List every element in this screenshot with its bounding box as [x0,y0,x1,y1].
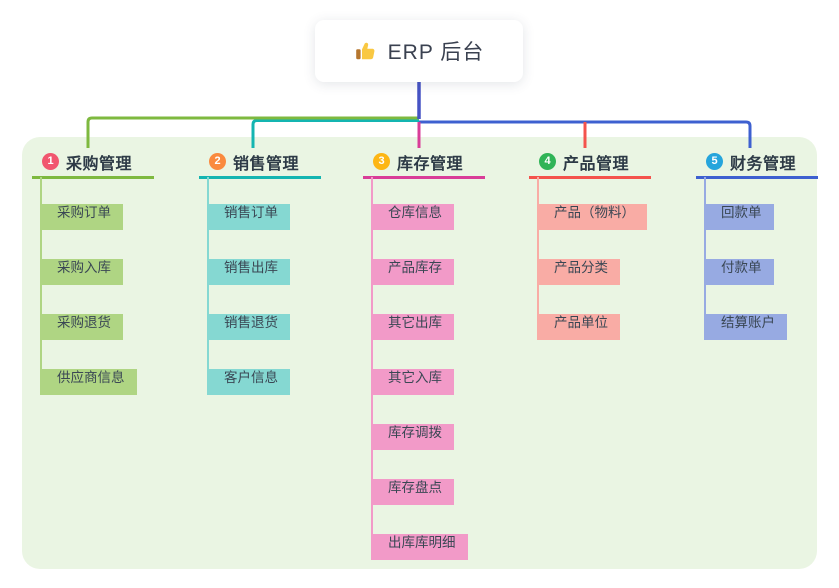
leaf-node[interactable]: 产品单位 [537,314,620,340]
branch-3-title[interactable]: 3 库存管理 [363,147,485,179]
leaf-node[interactable]: 其它入库 [371,369,454,395]
branch-4-spine [537,177,539,340]
leaf-node[interactable]: 库存调拨 [371,424,454,450]
branch-5-label: 财务管理 [730,155,797,173]
leaf-node[interactable]: 销售出库 [207,259,290,285]
leaf-node[interactable]: 付款单 [704,259,774,285]
root-node[interactable]: ERP 后台 [315,20,523,82]
leaf-node[interactable]: 供应商信息 [40,369,137,395]
leaf-node[interactable]: 库存盘点 [371,479,454,505]
branch-2-label: 销售管理 [233,155,300,173]
branch-1-title[interactable]: 1 采购管理 [32,147,154,179]
leaf-node[interactable]: 采购订单 [40,204,123,230]
branch-5-spine [704,177,706,340]
branch-3-spine [371,177,373,560]
branch-4-badge: 4 [539,153,556,170]
leaf-node[interactable]: 产品（物料） [537,204,647,230]
leaf-node[interactable]: 结算账户 [704,314,787,340]
branch-1-badge: 1 [42,153,59,170]
branch-2-badge: 2 [209,153,226,170]
branch-2-spine [207,177,209,395]
leaf-node[interactable]: 仓库信息 [371,204,454,230]
leaf-node[interactable]: 出库库明细 [371,534,468,560]
branch-3-badge: 3 [373,153,390,170]
branch-3-label: 库存管理 [397,155,464,173]
branch-2-title[interactable]: 2 销售管理 [199,147,321,179]
branch-5-badge: 5 [706,153,723,170]
leaf-node[interactable]: 产品分类 [537,259,620,285]
branch-4-label: 产品管理 [563,155,630,173]
branch-4-title[interactable]: 4 产品管理 [529,147,651,179]
leaf-node[interactable]: 回款单 [704,204,774,230]
branch-1-label: 采购管理 [66,155,133,173]
root-node-label: ERP 后台 [387,41,485,64]
branch-1-spine [40,177,42,395]
leaf-node[interactable]: 客户信息 [207,369,290,395]
thumbs-up-icon [354,39,378,63]
leaf-node[interactable]: 销售退货 [207,314,290,340]
leaf-node[interactable]: 销售订单 [207,204,290,230]
leaf-node[interactable]: 采购退货 [40,314,123,340]
leaf-node[interactable]: 采购入库 [40,259,123,285]
leaf-node[interactable]: 产品库存 [371,259,454,285]
leaf-node[interactable]: 其它出库 [371,314,454,340]
branch-5-title[interactable]: 5 财务管理 [696,147,818,179]
